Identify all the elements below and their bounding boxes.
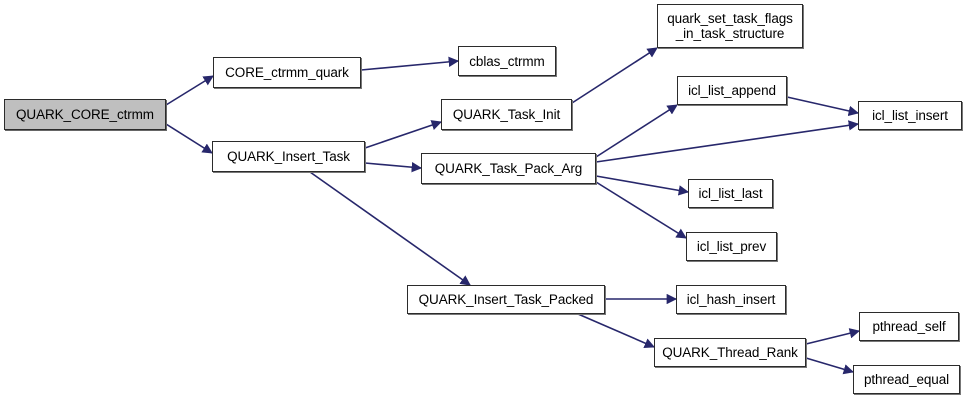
graph-node-label: CORE_ctrmm_quark bbox=[225, 65, 349, 80]
graph-node-quark_set_task_flags_in_task_structure[interactable]: quark_set_task_flags _in_task_structure bbox=[657, 4, 803, 48]
graph-node-icl_hash_insert[interactable]: icl_hash_insert bbox=[676, 285, 786, 314]
graph-node-pthread_equal[interactable]: pthread_equal bbox=[853, 365, 960, 394]
graph-node-pthread_self[interactable]: pthread_self bbox=[859, 312, 959, 341]
graph-edge-e-append-insert bbox=[786, 96, 860, 117]
graph-edge-e-packed-rank bbox=[577, 313, 655, 349]
graph-node-label: QUARK_Task_Init bbox=[452, 107, 561, 122]
graph-node-label: icl_list_insert bbox=[872, 108, 948, 123]
graph-node-label: quark_set_task_flags _in_task_structure bbox=[667, 11, 793, 41]
graph-edge-e-insert-pack bbox=[364, 161, 423, 173]
graph-node-label: QUARK_Insert_Task bbox=[227, 149, 350, 164]
graph-node-core_ctrmm_quark[interactable]: CORE_ctrmm_quark bbox=[213, 57, 361, 88]
graph-edge-e-root-core bbox=[165, 75, 214, 106]
graph-node-icl_list_insert[interactable]: icl_list_insert bbox=[858, 101, 962, 130]
graph-node-label: QUARK_CORE_ctrmm bbox=[16, 107, 154, 122]
graph-edge-e-rank-self bbox=[805, 328, 861, 345]
graph-node-label: QUARK_Thread_Rank bbox=[662, 345, 798, 360]
graph-edge-e-pack-prev bbox=[595, 181, 687, 239]
graph-node-label: QUARK_Insert_Task_Packed bbox=[418, 292, 594, 307]
graph-node-cblas_ctrmm[interactable]: cblas_ctrmm bbox=[458, 46, 556, 76]
graph-node-icl_list_append[interactable]: icl_list_append bbox=[677, 76, 787, 105]
graph-node-icl_list_last[interactable]: icl_list_last bbox=[688, 179, 773, 208]
graph-node-label: QUARK_Task_Pack_Arg bbox=[434, 161, 583, 176]
graph-node-label: cblas_ctrmm bbox=[469, 53, 545, 69]
graph-node-label: icl_list_append bbox=[688, 83, 776, 98]
graph-node-quark_thread_rank[interactable]: QUARK_Thread_Rank bbox=[654, 338, 806, 367]
graph-edge-e-rank-equal bbox=[805, 357, 854, 375]
graph-node-icl_list_prev[interactable]: icl_list_prev bbox=[686, 232, 777, 261]
graph-node-label: icl_list_last bbox=[698, 186, 763, 201]
graph-node-quark_insert_task_packed[interactable]: QUARK_Insert_Task_Packed bbox=[407, 285, 605, 314]
graph-edge-e-pack-append bbox=[595, 104, 678, 158]
graph-node-label: pthread_self bbox=[872, 319, 946, 334]
graph-edge-e-insert-packed bbox=[309, 171, 471, 286]
graph-edge-e-pack-insert bbox=[595, 120, 860, 163]
graph-edge-e-init-flags bbox=[571, 47, 658, 104]
graph-node-quark_insert_task[interactable]: QUARK_Insert_Task bbox=[212, 141, 365, 172]
graph-node-quark_task_init[interactable]: QUARK_Task_Init bbox=[441, 99, 572, 130]
graph-node-label: pthread_equal bbox=[863, 372, 950, 387]
graph-node-quark_core_ctrmm[interactable]: QUARK_CORE_ctrmm bbox=[4, 99, 166, 130]
graph-node-quark_task_pack_arg[interactable]: QUARK_Task_Pack_Arg bbox=[421, 153, 596, 184]
graph-edge-e-pack-last bbox=[595, 175, 690, 196]
graph-edge-e-core-cblas bbox=[360, 56, 460, 71]
graph-node-label: icl_hash_insert bbox=[686, 292, 776, 307]
graph-edge-e-insert-init bbox=[364, 120, 442, 149]
graph-node-label: icl_list_prev bbox=[696, 239, 767, 254]
graph-edge-e-root-insert bbox=[165, 123, 213, 154]
